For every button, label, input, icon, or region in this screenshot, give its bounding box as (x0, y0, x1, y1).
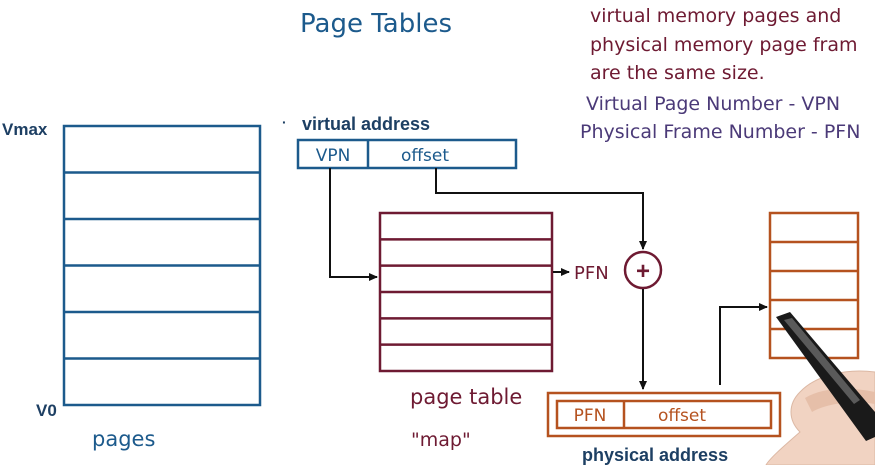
virtual-page-dividers (64, 171, 260, 360)
adder: + (623, 250, 663, 290)
adder-circle (623, 250, 663, 290)
virtual-address-dot: · (282, 114, 287, 130)
va-offset-field: offset (401, 146, 449, 166)
pfn-output-label: PFN (574, 263, 609, 284)
flow-arrows (329, 168, 768, 390)
pa-offset-field: offset (658, 406, 706, 426)
physical-address-outer-box (546, 391, 782, 438)
physical-address-label: physical address (582, 445, 728, 465)
physical-frames-box (768, 211, 860, 360)
vpn-field: VPN (316, 146, 351, 166)
virtual-memory: Vmax V0 pages (2, 120, 262, 451)
v0-label: V0 (36, 401, 57, 420)
page-table-rows (380, 238, 552, 346)
physical-frame-dividers (770, 240, 858, 331)
marker-highlight (784, 318, 860, 404)
page-table-caption: page table (410, 385, 522, 409)
note-line-1: virtual memory pages and (590, 5, 841, 27)
pages-caption: pages (92, 427, 155, 451)
pfn-field: PFN (574, 406, 607, 426)
virtual-address: · virtual address VPN offset (282, 114, 518, 170)
physical-address-inner-box (555, 399, 773, 430)
diagram-title: Page Tables (300, 9, 452, 39)
virtual-address-label: virtual address (302, 114, 430, 134)
note-vpn-definition: Virtual Page Number - VPN (586, 93, 840, 115)
page-table-map-label: "map" (411, 429, 471, 451)
note-line-2: physical memory page fram (590, 34, 858, 56)
adder-symbol: + (636, 258, 650, 285)
hand-with-marker (765, 312, 875, 465)
virtual-address-box (296, 138, 518, 170)
marker-pen (776, 312, 875, 441)
note-pfn-definition: Physical Frame Number - PFN (580, 121, 860, 143)
notes-block: virtual memory pages and physical memory… (580, 5, 860, 143)
vmax-label: Vmax (2, 120, 48, 139)
note-line-3: are the same size. (590, 62, 765, 84)
page-table: page table "map" PFN (378, 211, 609, 451)
physical-memory (768, 211, 860, 360)
vpn-to-page-table-arrow (329, 168, 378, 281)
offset-to-adder-arrow (435, 168, 647, 250)
physical-address: PFN offset physical address (546, 391, 782, 465)
physical-address-to-frame-arrow (719, 303, 768, 385)
